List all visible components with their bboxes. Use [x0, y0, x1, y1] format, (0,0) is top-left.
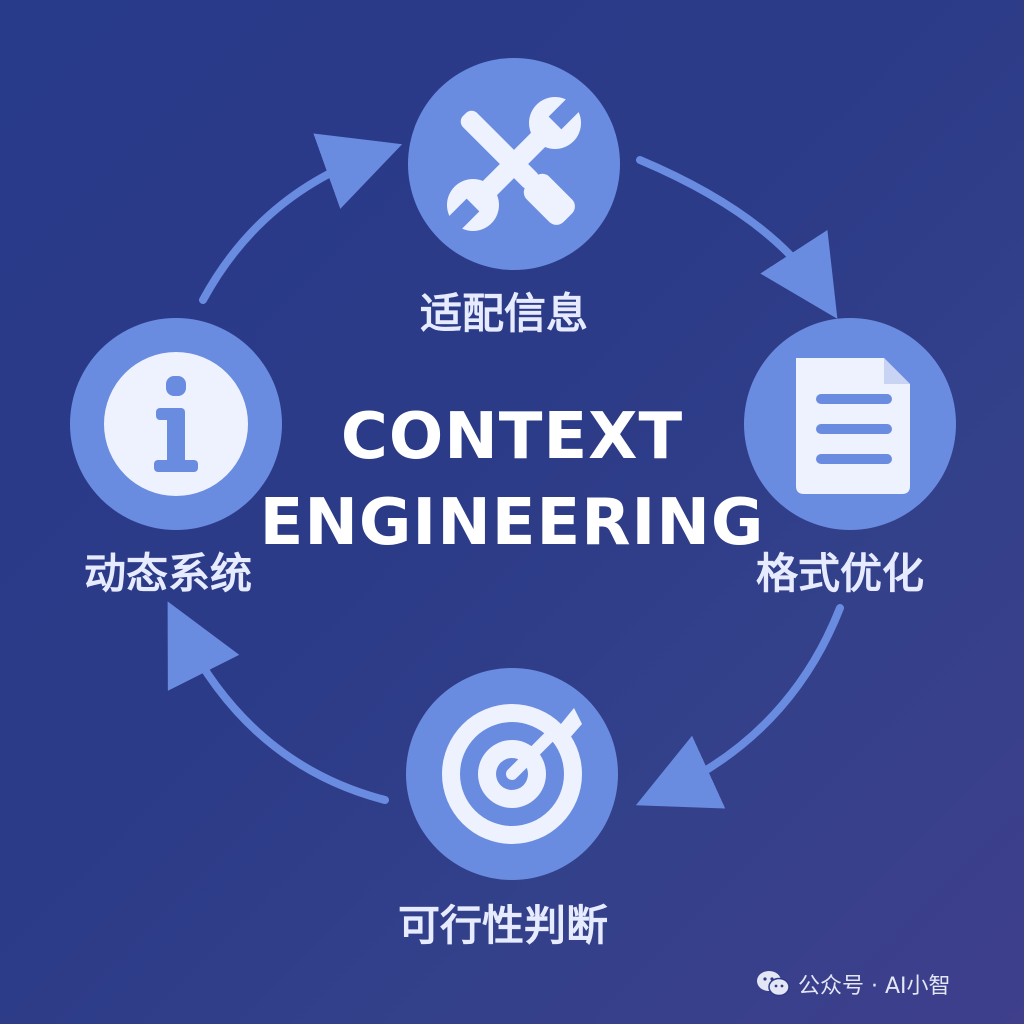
title-line-2: ENGINEERING [259, 486, 765, 560]
wrench-screwdriver-icon [445, 95, 583, 233]
watermark-text: 公众号 · AI小智 [798, 974, 951, 999]
node-dynamic-system [70, 318, 282, 530]
node-label-adapt-info: 适配信息 [420, 289, 589, 338]
wechat-icon [757, 971, 790, 997]
node-label-feasibility: 可行性判断 [398, 901, 609, 950]
arrow-top-right [636, 156, 838, 319]
node-adapt-info [408, 58, 620, 270]
arrow-bottom-left [167, 601, 389, 804]
arrow-bottom-right [635, 604, 844, 809]
node-label-dynamic-system: 动态系统 [84, 549, 253, 598]
arrow-top-left [199, 133, 403, 304]
document-icon [796, 358, 910, 494]
node-feasibility [406, 668, 618, 880]
node-format-optimize [744, 318, 956, 530]
title-line-1: CONTEXT [340, 400, 684, 474]
target-arrow-icon [442, 704, 582, 844]
watermark: 公众号 · AI小智 [756, 966, 951, 1002]
node-label-format-optimize: 格式优化 [756, 549, 925, 598]
info-icon [104, 352, 248, 496]
